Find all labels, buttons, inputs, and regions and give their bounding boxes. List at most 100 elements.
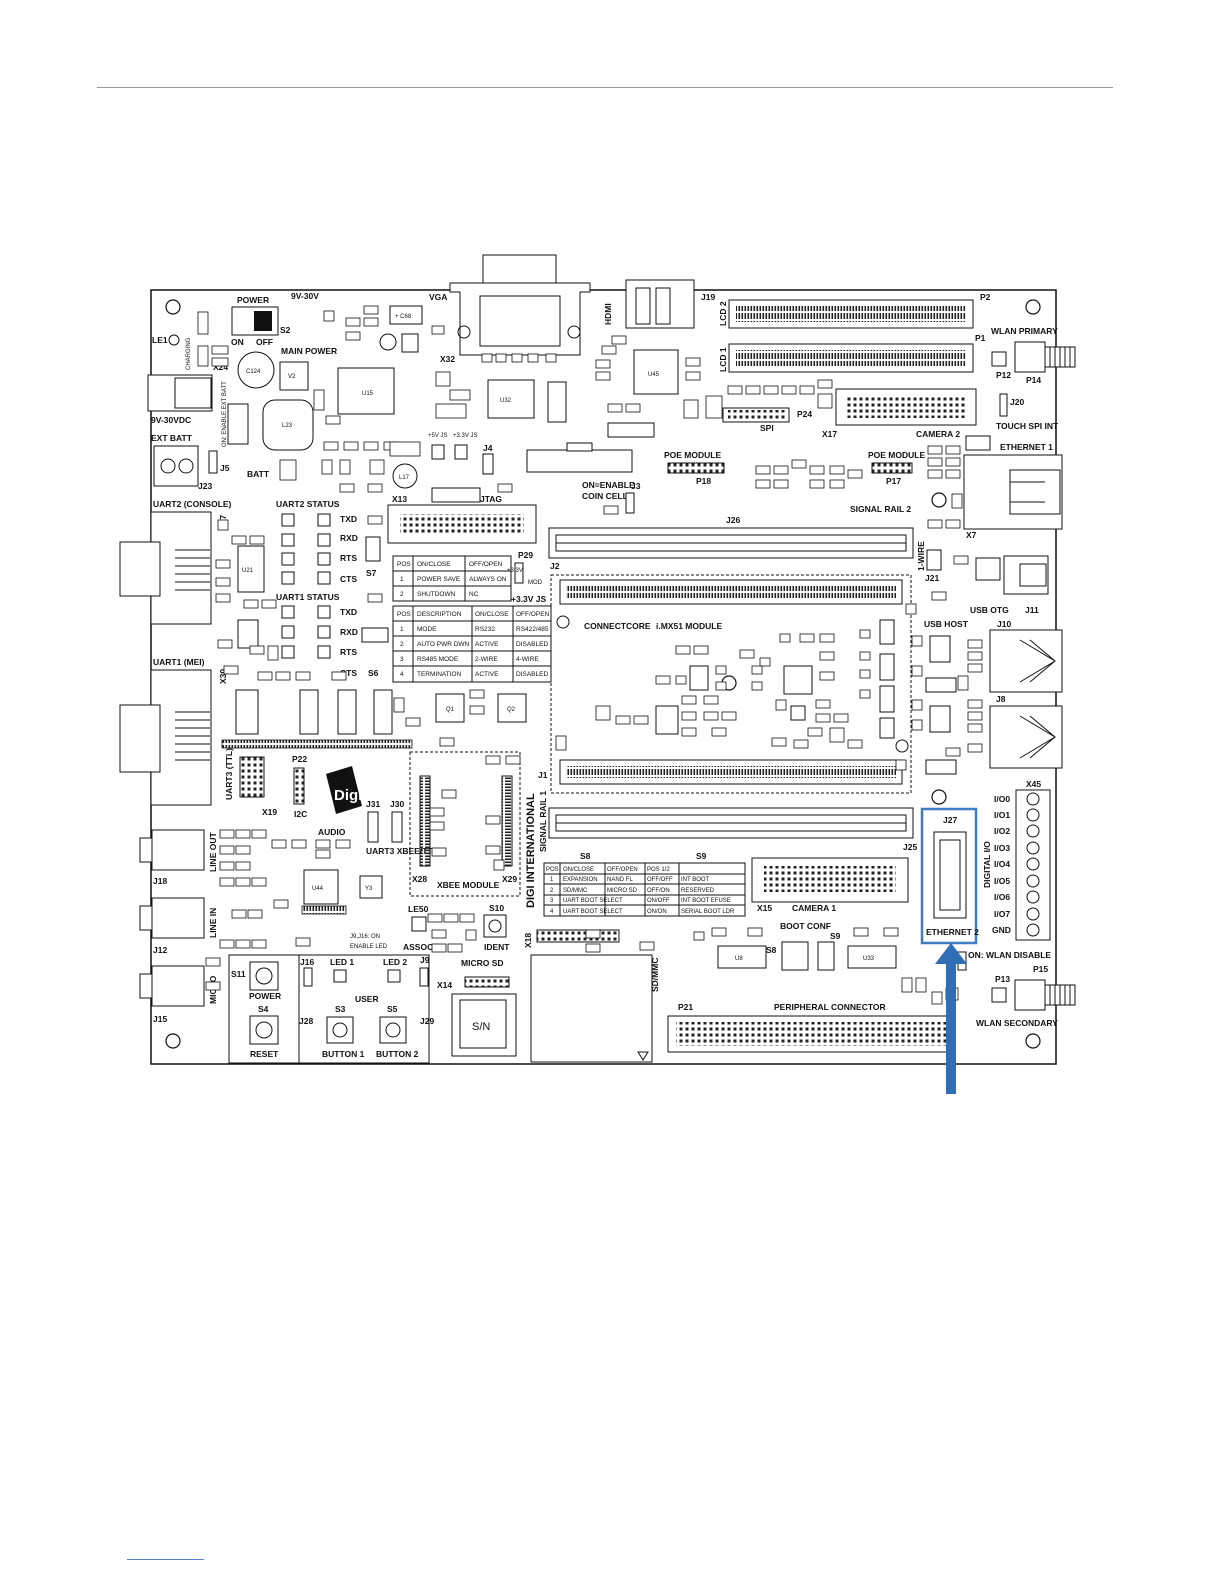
svg-text:RS422/485: RS422/485: [516, 626, 549, 633]
s5-label: S5: [387, 1004, 398, 1014]
svg-text:NAND FL: NAND FL: [607, 877, 633, 883]
svg-text:3: 3: [400, 656, 404, 663]
peripheral-connector: [667, 1015, 955, 1053]
s11-label: S11: [231, 969, 246, 979]
svg-text:Digi: Digi: [334, 787, 362, 804]
svg-text:RS232: RS232: [475, 626, 495, 633]
svg-text:2-WIRE: 2-WIRE: [475, 656, 498, 663]
x18-label: X18: [523, 933, 533, 948]
p1-label: P1: [975, 333, 986, 343]
power-label: POWER: [237, 295, 269, 305]
module-connector-bottom: [559, 759, 903, 785]
signal-rail2-label: SIGNAL RAIL 2: [850, 504, 911, 514]
j25-label: J25: [903, 842, 917, 852]
svg-text:ON/CLOSE: ON/CLOSE: [417, 561, 451, 568]
camera2-header: [835, 388, 977, 426]
line-in-label: LINE IN: [208, 908, 218, 938]
svg-text:1: 1: [400, 576, 404, 583]
button2-label: BUTTON 2: [376, 1049, 419, 1059]
header-rule: [97, 87, 1113, 88]
micro-sd-label: MICRO SD: [461, 958, 504, 968]
j1-label: J1: [538, 770, 548, 780]
micro-jack: [139, 965, 205, 1007]
vga-label: VGA: [429, 292, 447, 302]
audio-label: AUDIO: [318, 827, 346, 837]
rts-label-2: RTS: [340, 647, 357, 657]
svg-text:4-WIRE: 4-WIRE: [516, 656, 539, 663]
digi-international-label: DIGI INTERNATIONAL: [525, 793, 537, 908]
j21-label: J21: [925, 573, 939, 583]
uart1-mei-label: UART1 (MEI): [153, 657, 205, 667]
ext-batt-label: EXT BATT: [151, 433, 193, 443]
svg-text:2: 2: [400, 641, 404, 648]
svg-text:UART BOOT SELECT: UART BOOT SELECT: [563, 909, 623, 915]
hdmi-connector: [625, 279, 695, 329]
s9-table-label: S9: [696, 851, 707, 861]
uart1-status-label: UART1 STATUS: [276, 592, 340, 602]
lcd1-header: [728, 343, 974, 373]
svg-text:POS: POS: [546, 867, 559, 873]
led1-label: LED 1: [330, 957, 354, 967]
uart3-ttl-label: UART3 (TTL): [224, 748, 234, 800]
spi-label: SPI: [760, 423, 774, 433]
1-wire-label: 1-WIRE: [916, 541, 926, 571]
led-label: LE1: [152, 335, 168, 345]
svg-text:EXPANSION: EXPANSION: [563, 877, 598, 883]
svg-text:ACTIVE: ACTIVE: [475, 641, 499, 648]
boot-conf-label: BOOT CONF: [780, 921, 831, 931]
uart2-db9-connector: [119, 511, 212, 625]
j4-label: J4: [483, 443, 493, 453]
io7-label: I/O7: [994, 909, 1010, 919]
svg-text:RS485 MODE: RS485 MODE: [417, 656, 459, 663]
power-button-label: POWER: [249, 991, 281, 1001]
j12-label: J12: [153, 945, 167, 955]
s8-boot-label: S8: [766, 945, 777, 955]
svg-text:U32: U32: [500, 398, 512, 404]
led2-label: LED 2: [383, 957, 407, 967]
io0-label: I/O0: [994, 794, 1010, 804]
9v-30v-label: 9V-30V: [291, 291, 319, 301]
txd-label-1: TXD: [340, 514, 357, 524]
j2-label: J2: [550, 561, 560, 571]
x24-label: X24: [213, 362, 228, 372]
on-enable-label: ON=ENABLE: [582, 480, 635, 490]
reset-button: [249, 1015, 279, 1045]
x7-label: X7: [966, 530, 977, 540]
uart1-db9-connector: [119, 669, 212, 806]
svg-text:1: 1: [550, 877, 554, 883]
button1: [326, 1016, 354, 1044]
ethernet2-highlight-box: [920, 807, 978, 945]
ethernet2-connector: [933, 831, 967, 919]
main-power-label: MAIN POWER: [281, 346, 337, 356]
s9-boot-label: S9: [830, 931, 841, 941]
svg-text:TERMINATION: TERMINATION: [417, 671, 462, 678]
j20-label: J20: [1010, 397, 1024, 407]
p22-label: P22: [292, 754, 307, 764]
x45-label: X45: [1026, 779, 1041, 789]
svg-text:U21: U21: [242, 568, 254, 574]
line-out-label: LINE OUT: [208, 832, 218, 872]
j26-label: J26: [726, 515, 740, 525]
j10-label: J10: [997, 619, 1011, 629]
svg-text:OFF/OFF: OFF/OFF: [647, 877, 673, 883]
sdmmc-slot: [530, 954, 653, 1063]
batt-label: BATT: [247, 469, 270, 479]
s8-dip-switch: [781, 941, 809, 971]
svg-text:OFF/OPEN: OFF/OPEN: [516, 611, 550, 618]
svg-text:U44: U44: [312, 886, 324, 892]
svg-text:INT BOOT EFUSE: INT BOOT EFUSE: [681, 898, 731, 904]
3v3-label: +3.3V: [507, 568, 523, 574]
io6-label: I/O6: [994, 892, 1010, 902]
wlan-primary-antenna-connector: [1014, 341, 1076, 373]
on-wlan-disable-label: ON: WLAN DISABLE: [968, 950, 1051, 960]
lcd2-label: LCD 2: [718, 301, 728, 326]
j3-label: J3: [631, 481, 641, 491]
p29-label: P29: [518, 550, 533, 560]
i2c-label: I2C: [294, 809, 307, 819]
mod-label: MOD: [528, 580, 543, 586]
svg-text:SD/MMC: SD/MMC: [563, 888, 588, 894]
digi-logo: Digi: [326, 766, 362, 814]
svg-text:DISABLED: DISABLED: [516, 641, 548, 648]
x13-label: X13: [392, 494, 407, 504]
